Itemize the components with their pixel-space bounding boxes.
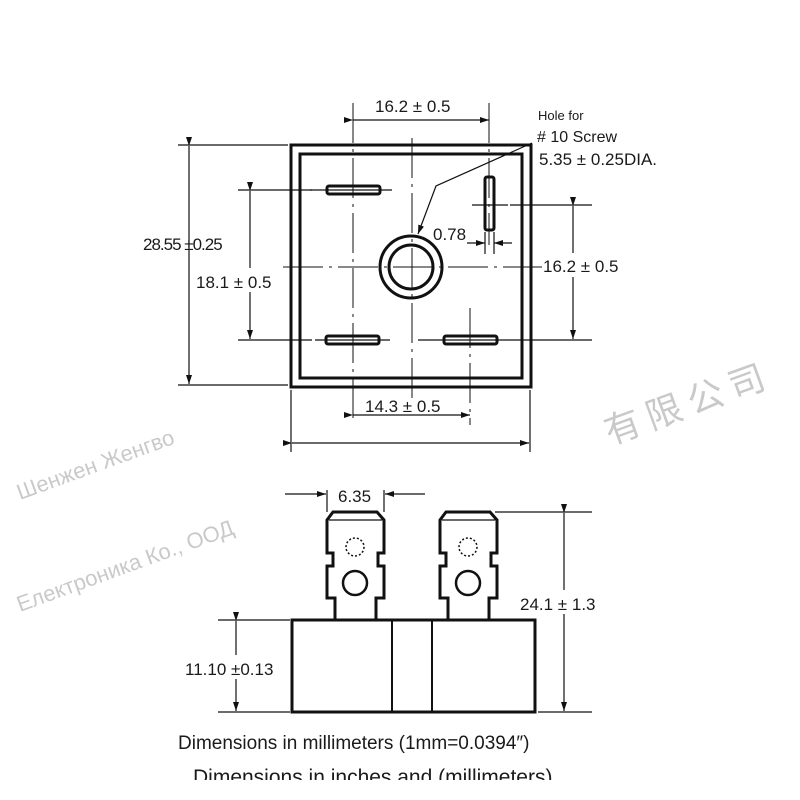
dim-bottom-label: 14.3 ± 0.5	[365, 397, 441, 416]
mounting-hole-outer	[378, 234, 444, 300]
dim-body-height-label: 11.10 ±0.13	[185, 660, 273, 679]
dim-height-label: 28.55 ±0.25	[143, 235, 222, 254]
caption-cut: Dimensions in inches and (millimeters)	[193, 766, 552, 789]
dim-slot-label: 0.78	[433, 225, 466, 244]
dim-top-label: 16.2 ± 0.5	[375, 97, 451, 116]
terminal-left	[325, 510, 386, 620]
body-outline	[290, 618, 537, 714]
hole-note-line1: Hole for	[538, 108, 584, 123]
terminal-hole	[341, 569, 369, 597]
watermark-line1: Шенжен Женгво	[13, 424, 177, 504]
watermark: Шенжен Женгво Електроника Ко., ООД 有限公司	[13, 354, 778, 617]
caption: Dimensions in millimeters (1mm=0.0394″)	[178, 733, 529, 754]
dim-terminal-width-label: 6.35	[338, 487, 371, 506]
hole-note-line2: # 10 Screw	[537, 129, 617, 146]
side-view: 6.35 24.1 ± 1.3 11.10 ±0.13	[183, 487, 610, 714]
mounting-hole-inner	[387, 243, 435, 291]
hole-note-line3: 5.35 ± 0.25DIA.	[539, 150, 657, 169]
dim-pin-right-label: 16.2 ± 0.5	[543, 257, 619, 276]
watermark-line2: Електроника Ко., ООД	[13, 515, 237, 617]
watermark-line3: 有限公司	[599, 354, 778, 453]
package-outline-outer	[289, 143, 533, 389]
top-view: 16.2 ± 0.5 Hole for # 10 Screw 5.35 ± 0.…	[143, 97, 657, 452]
terminal-hole	[454, 569, 482, 597]
dim-total-height-label: 24.1 ± 1.3	[520, 595, 596, 614]
terminal-hole-dotted	[458, 537, 478, 557]
terminal-hole-dotted	[345, 537, 365, 557]
terminal-right	[438, 510, 499, 620]
dim-pin-left-label: 18.1 ± 0.5	[196, 273, 272, 292]
package-outline-inner	[298, 152, 524, 380]
caption-cut-text: Dimensions in inches and (millimeters)	[193, 766, 552, 789]
